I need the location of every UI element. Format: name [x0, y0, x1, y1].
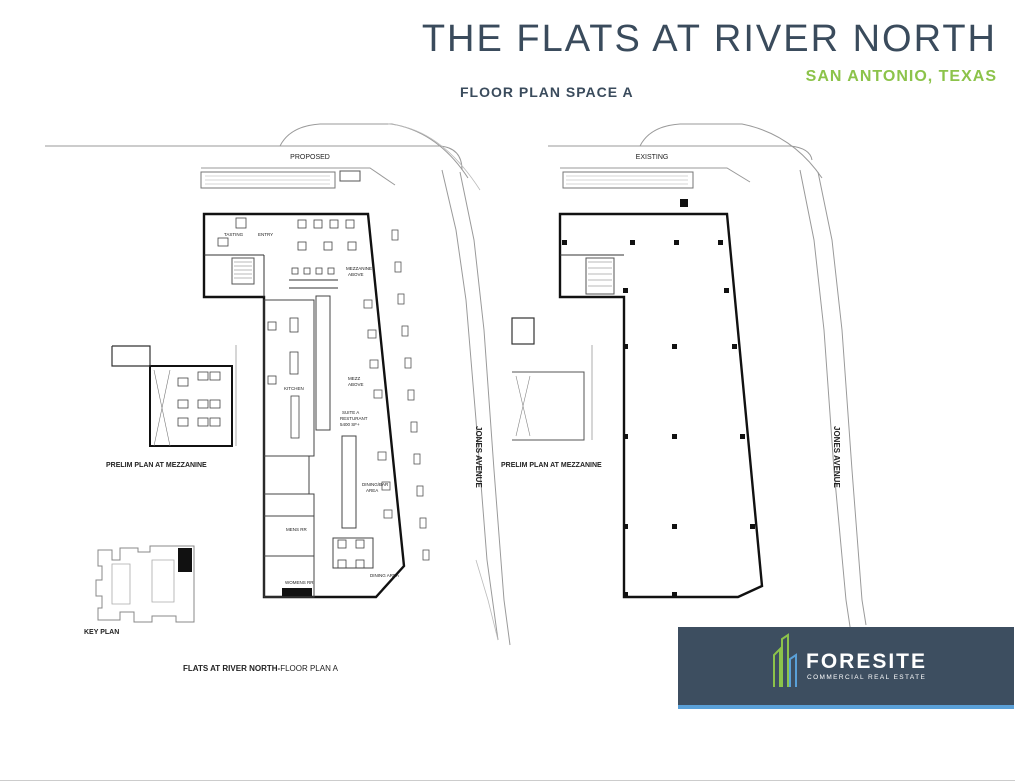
section-title: FLOOR PLAN SPACE A	[460, 84, 634, 100]
key-plan-label: KEY PLAN	[84, 629, 119, 636]
document-title: THE FLATS AT RIVER NORTH	[421, 18, 997, 60]
room-mezzanine-above-1: MEZZANINE	[346, 266, 372, 271]
proposed-plan: PROPOSED TASTING ENTRY MEZZANINE ABOVE K…	[45, 123, 511, 646]
room-womens: WOMENS RR	[285, 580, 314, 585]
room-mens: MENS RR	[286, 527, 308, 532]
plan-caption-rest: FLOOR PLAN A	[280, 664, 338, 673]
room-mezz-above-1: MEZZ	[348, 376, 360, 381]
room-dining-bar-1: DINING/BAR	[362, 482, 389, 487]
room-kitchen: KITCHEN	[284, 386, 304, 391]
room-suite-2: RESTURANT	[340, 416, 368, 421]
mezzanine-label-proposed: PRELIM PLAN AT MEZZANINE	[106, 462, 207, 469]
key-plan: KEY PLAN	[84, 545, 195, 636]
proposed-label: PROPOSED	[290, 154, 330, 161]
plan-caption-bold: FLATS AT RIVER NORTH-	[183, 664, 281, 673]
street-label-existing: JONES AVENUE	[832, 426, 841, 488]
logo-tagline: COMMERCIAL REAL ESTATE	[807, 674, 927, 681]
room-dining-area: DINING AREA	[370, 573, 399, 578]
room-suite-1: SUITE A	[342, 410, 359, 415]
room-suite-3: 5400 SF+	[340, 422, 360, 427]
logo-name: FORESITE	[806, 650, 928, 673]
page-bottom-rule	[0, 780, 1015, 781]
existing-label: EXISTING	[636, 154, 669, 161]
room-entry: ENTRY	[258, 232, 273, 237]
foresite-building-icon	[773, 633, 797, 687]
logo-banner	[678, 627, 1014, 705]
room-dining-bar-2: AREA	[366, 488, 378, 493]
mezzanine-label-existing: PRELIM PLAN AT MEZZANINE	[501, 462, 602, 469]
existing-plan: EXISTING PRELIM PLAN AT MEZZANINE JONES …	[501, 123, 867, 641]
room-tasting: TASTING	[224, 232, 244, 237]
plan-caption: FLATS AT RIVER NORTH-FLOOR PLAN A	[183, 664, 339, 673]
logo-accent-stripe	[678, 705, 1014, 709]
location-subtitle: SAN ANTONIO, TEXAS	[805, 68, 997, 85]
room-mezzanine-above-2: ABOVE	[348, 272, 364, 277]
room-mezz-above-2: ABOVE	[348, 382, 364, 387]
street-label-proposed: JONES AVENUE	[474, 426, 483, 488]
